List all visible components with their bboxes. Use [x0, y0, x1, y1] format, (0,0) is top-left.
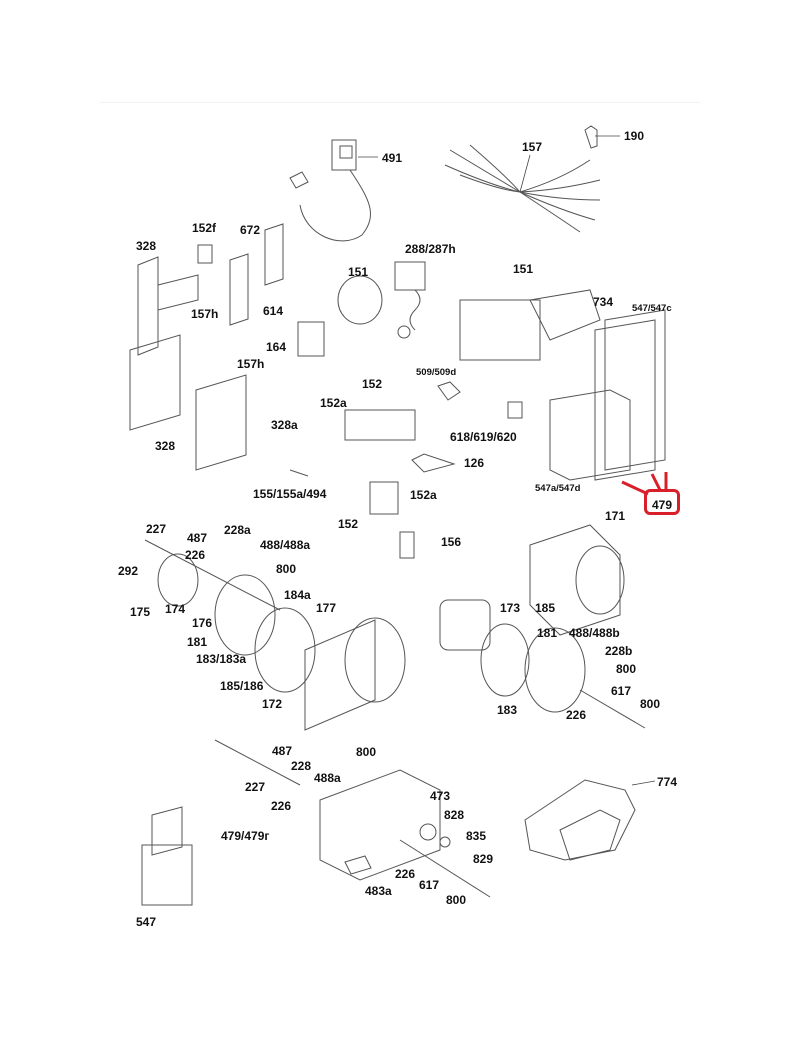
- part-label-157[interactable]: 157: [522, 140, 543, 154]
- part-label-734[interactable]: 734: [593, 295, 614, 309]
- part-label-618-619-620[interactable]: 618/619/620: [450, 430, 517, 444]
- part-label-800-b[interactable]: 800: [616, 662, 637, 676]
- part-label-228a[interactable]: 228a: [224, 523, 251, 537]
- part-label-547[interactable]: 547: [136, 915, 157, 929]
- part-label-828[interactable]: 828: [444, 808, 465, 822]
- electronic-board-part: [549, 309, 666, 481]
- part-label-509-509d[interactable]: 509/509d: [416, 367, 457, 378]
- part-label-152a-a[interactable]: 152a: [320, 396, 347, 410]
- part-label-181-b[interactable]: 181: [537, 626, 558, 640]
- part-label-672[interactable]: 672: [240, 223, 261, 237]
- board-holder-547-part: [141, 806, 193, 906]
- part-label-800-e[interactable]: 800: [446, 893, 467, 907]
- part-label-491[interactable]: 491: [382, 151, 403, 165]
- part-label-227-a[interactable]: 227: [146, 522, 167, 536]
- part-label-487-b[interactable]: 487: [272, 744, 293, 758]
- part-label-157h-a[interactable]: 157h: [191, 307, 219, 321]
- part-label-473[interactable]: 473: [430, 789, 451, 803]
- part-label-226-d[interactable]: 226: [395, 867, 416, 881]
- part-label-184a[interactable]: 184a: [284, 588, 311, 602]
- part-label-617-a[interactable]: 617: [611, 684, 632, 698]
- part-label-488-488b[interactable]: 488/488b: [569, 626, 620, 640]
- motor-exploded-part: [144, 524, 646, 731]
- diagram-sheet: [100, 102, 700, 953]
- part-label-479-highlighted[interactable]: 479: [652, 498, 673, 512]
- part-label-157h-b[interactable]: 157h: [237, 357, 265, 371]
- part-label-488-488a[interactable]: 488/488a: [260, 538, 311, 552]
- part-label-226-a[interactable]: 226: [185, 548, 206, 562]
- part-label-617-b[interactable]: 617: [419, 878, 440, 892]
- part-label-800-c[interactable]: 800: [640, 697, 661, 711]
- mains-cable-part: [289, 139, 378, 242]
- part-label-151-b[interactable]: 151: [513, 262, 534, 276]
- part-label-800-d[interactable]: 800: [356, 745, 377, 759]
- part-label-164[interactable]: 164: [266, 340, 287, 354]
- part-label-156[interactable]: 156: [441, 535, 462, 549]
- part-label-483a[interactable]: 483a: [365, 884, 392, 898]
- part-label-226-c[interactable]: 226: [271, 799, 292, 813]
- part-label-173[interactable]: 173: [500, 601, 521, 615]
- part-label-547a-547d[interactable]: 547a/547d: [535, 483, 581, 494]
- timer-parts: [297, 261, 601, 361]
- control-boards-part: [129, 334, 247, 471]
- clip-part: [584, 125, 620, 149]
- part-label-488a[interactable]: 488a: [314, 771, 341, 785]
- part-label-152-b[interactable]: 152: [338, 517, 359, 531]
- part-label-292[interactable]: 292: [118, 564, 139, 578]
- part-label-176[interactable]: 176: [192, 616, 213, 630]
- part-label-155-155a-494[interactable]: 155/155a/494: [253, 487, 327, 501]
- part-label-126[interactable]: 126: [464, 456, 485, 470]
- part-label-226-b[interactable]: 226: [566, 708, 587, 722]
- part-label-190[interactable]: 190: [624, 129, 645, 143]
- part-label-800-a[interactable]: 800: [276, 562, 297, 576]
- part-label-175[interactable]: 175: [130, 605, 151, 619]
- part-label-181-a[interactable]: 181: [187, 635, 208, 649]
- part-label-152f[interactable]: 152f: [192, 221, 217, 235]
- part-label-288-287h[interactable]: 288/287h: [405, 242, 456, 256]
- part-label-547-547c[interactable]: 547/547c: [632, 303, 672, 314]
- part-label-614[interactable]: 614: [263, 304, 284, 318]
- part-label-328a[interactable]: 328a: [271, 418, 298, 432]
- highlight-leaders: [621, 472, 668, 496]
- part-label-328-bottom[interactable]: 328: [155, 439, 176, 453]
- part-label-228[interactable]: 228: [291, 759, 312, 773]
- part-label-829[interactable]: 829: [473, 852, 494, 866]
- part-label-479-479r[interactable]: 479/479г: [221, 829, 270, 843]
- part-label-835[interactable]: 835: [466, 829, 487, 843]
- part-label-774[interactable]: 774: [657, 775, 678, 789]
- part-label-177[interactable]: 177: [316, 601, 337, 615]
- highlight-box-479: [644, 489, 680, 515]
- part-label-487-a[interactable]: 487: [187, 531, 208, 545]
- control-panel-328-part: [137, 223, 284, 356]
- cover-774-part: [524, 779, 656, 861]
- part-label-171[interactable]: 171: [605, 509, 626, 523]
- part-label-152a-b[interactable]: 152a: [410, 488, 437, 502]
- part-label-172[interactable]: 172: [262, 697, 283, 711]
- part-label-152-a[interactable]: 152: [362, 377, 383, 391]
- part-label-185[interactable]: 185: [535, 601, 556, 615]
- switch-blocks-part: [289, 381, 523, 559]
- part-label-228b[interactable]: 228b: [605, 644, 633, 658]
- part-label-151-a[interactable]: 151: [348, 265, 369, 279]
- part-label-328-top[interactable]: 328: [136, 239, 157, 253]
- motor-473-part: [214, 739, 491, 898]
- part-label-174[interactable]: 174: [165, 602, 186, 616]
- part-label-185-186[interactable]: 185/186: [220, 679, 264, 693]
- part-label-227-b[interactable]: 227: [245, 780, 266, 794]
- part-label-183-183a[interactable]: 183/183a: [196, 652, 247, 666]
- part-label-183[interactable]: 183: [497, 703, 518, 717]
- wire-harness-part: [444, 144, 601, 233]
